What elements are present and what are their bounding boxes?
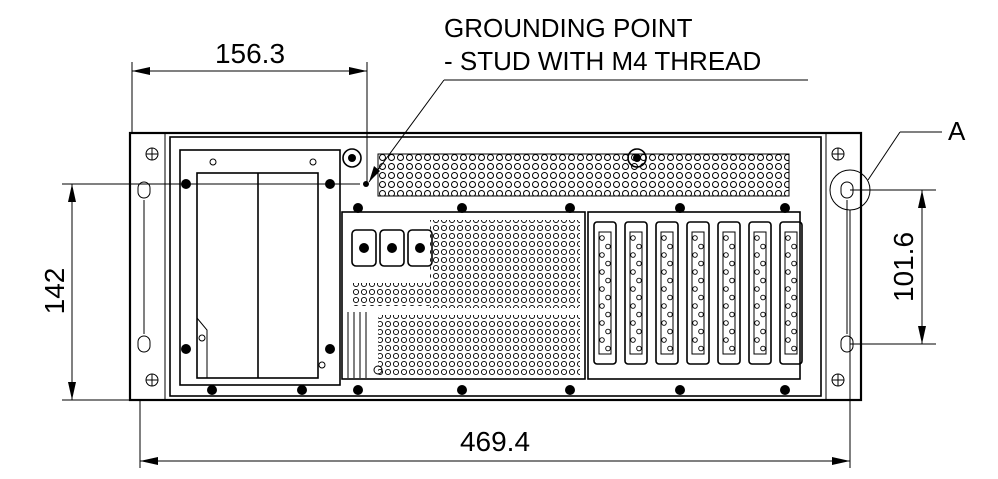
dim-top-width-text: 156.3 — [215, 38, 285, 69]
expansion-card-slot — [717, 221, 741, 365]
callout-line-2: - STUD WITH M4 THREAD — [444, 46, 761, 76]
dimension-bottom-width: 469.4 — [139, 210, 851, 468]
detail-a-callout: A — [829, 116, 966, 211]
expansion-card-slot — [624, 221, 648, 365]
top-vent — [342, 148, 790, 197]
drive-bay — [179, 149, 341, 395]
callout-grounding-point: GROUNDING POINT - STUD WITH M4 THREAD — [368, 13, 808, 183]
dim-left-height-text: 142 — [39, 268, 70, 315]
expansion-card-slot — [593, 221, 617, 365]
dimension-top-width: 156.3 — [131, 38, 368, 185]
dim-bottom-width-text: 469.4 — [460, 426, 530, 457]
callout-line-1: GROUNDING POINT — [444, 13, 693, 43]
expansion-card-slot — [779, 221, 803, 365]
detail-a-label: A — [948, 116, 966, 146]
expansion-card-slot — [748, 221, 772, 365]
chassis-front — [128, 131, 863, 402]
dim-right-height-text: 101.6 — [888, 232, 919, 302]
dimension-left-height: 142 — [39, 183, 360, 401]
dimension-right-height: 101.6 — [850, 189, 936, 345]
io-panel — [341, 203, 586, 395]
expansion-card-slot — [655, 221, 679, 365]
expansion-card-slot — [686, 221, 710, 365]
card-slot-group — [593, 221, 803, 365]
